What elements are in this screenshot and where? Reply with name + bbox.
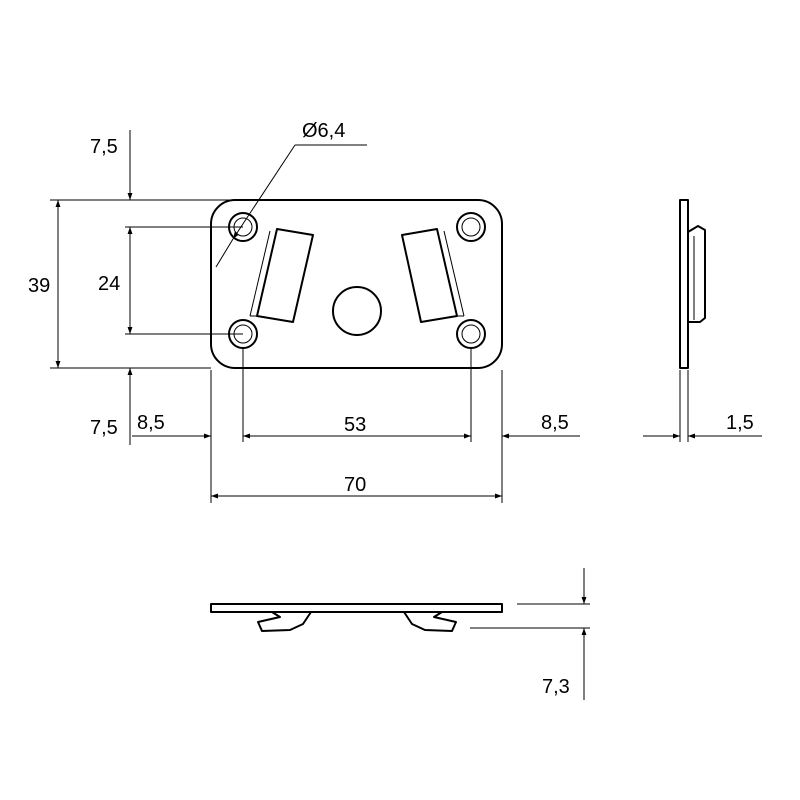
side-hook-profile bbox=[687, 225, 706, 323]
dim-bottom-edge-offset: 7,5 bbox=[90, 417, 118, 439]
bottom-hook-left bbox=[257, 611, 312, 632]
dim-top-edge-offset: 7,5 bbox=[90, 136, 118, 158]
dim-right-edge-offset: 8,5 bbox=[541, 412, 569, 434]
hook-slot-left bbox=[249, 228, 314, 323]
hook-slot-right bbox=[401, 228, 465, 323]
bottom-view: 7,3 bbox=[210, 568, 590, 700]
front-view: 39 24 7,5 7,5 Ø6,4 8,5 53 8,5 70 bbox=[28, 120, 580, 503]
mounting-hole-top-right bbox=[456, 212, 486, 242]
mounting-hole-bottom-right bbox=[456, 319, 486, 349]
bottom-hook-right bbox=[403, 611, 457, 632]
dim-left-edge-offset: 8,5 bbox=[137, 412, 165, 434]
center-hole bbox=[332, 286, 382, 336]
side-plate bbox=[679, 199, 689, 369]
dim-total-depth: 7,3 bbox=[542, 676, 570, 698]
dim-overall-width: 70 bbox=[344, 474, 366, 496]
dim-overall-height: 39 bbox=[28, 275, 50, 297]
dim-hole-spacing-vertical: 24 bbox=[98, 273, 120, 295]
dim-hole-diameter: Ø6,4 bbox=[302, 120, 345, 142]
bottom-plate bbox=[210, 603, 503, 613]
plate-outline bbox=[210, 199, 503, 369]
dim-thickness: 1,5 bbox=[726, 412, 754, 434]
dim-hole-spacing-horizontal: 53 bbox=[344, 414, 366, 436]
side-view: 1,5 bbox=[643, 199, 762, 442]
